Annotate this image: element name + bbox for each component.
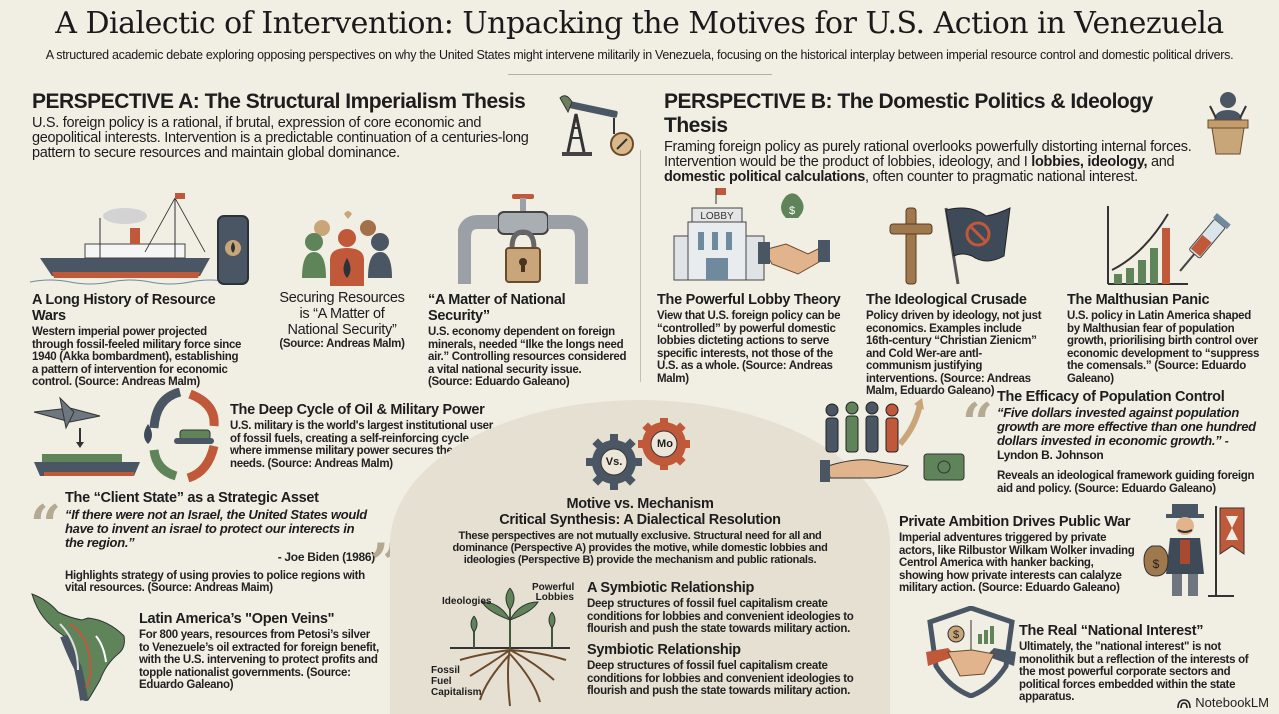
oil-military-cycle-icon: [30, 388, 220, 482]
card-securing-resources: Securing Resources is “A Matter of Natio…: [278, 290, 406, 351]
perspective-a-title: PERSPECTIVE A: The Structural Imperialis…: [32, 90, 526, 113]
cycle-text: U.S. military is the world's largest ins…: [230, 420, 493, 470]
population-quote-text: “Five dollars invested against populatio…: [997, 405, 1256, 448]
latin-america-map-icon: [30, 590, 130, 704]
perspective-b-title: PERSPECTIVE B: The Domestic Politics & I…: [664, 90, 1153, 137]
page-title: A Dialectic of Intervention: Unpacking t…: [55, 6, 1224, 41]
card-text: View that U.S. foreign policy can be “co…: [657, 310, 841, 385]
cycle-title: The Deep Cycle of Oil & Military Power: [230, 402, 485, 418]
private-ambition-title: Private Ambition Drives Public War: [899, 514, 1131, 530]
symbiotic-section-1: A Symbiotic Relationship Deep structures…: [587, 580, 867, 636]
politician-podium-icon: [1200, 88, 1256, 158]
national-interest-section: The Real “National Interest” Ultimately,…: [1019, 623, 1259, 704]
people-oil-drop-icon: [302, 208, 392, 288]
notebooklm-branding: NotebookLM: [1177, 695, 1269, 710]
client-state-section: The “Client State” as a Strategic Asset …: [65, 490, 375, 595]
businessman-moneybag-icon: $: [1138, 500, 1248, 600]
svg-text:$: $: [789, 205, 795, 217]
card-text: U.S. economy dependent on foreign minera…: [428, 326, 627, 388]
perspective-b-text: Framing foreign policy as purely rationa…: [664, 140, 1204, 185]
steamship-oil-barrel-icon: [30, 188, 270, 288]
client-state-quote: “If there were not an Israel, the United…: [65, 507, 367, 550]
perspective-b-text-bold: domestic political calculations: [664, 169, 866, 185]
population-quote: “Five dollars invested against populatio…: [997, 405, 1267, 463]
symbiotic-text-1: Deep structures of fossil fuel capitalis…: [587, 598, 854, 635]
synthesis-header: Motive vs. Mechanism Critical Synthesis:…: [450, 496, 830, 566]
card-text: Policy driven by ideology, not just econ…: [866, 310, 1042, 397]
card-resource-wars: A Long History of Resource Wars Western …: [32, 292, 242, 389]
perspective-divider: [640, 150, 641, 382]
population-title: The Efficacy of Population Control: [997, 389, 1225, 405]
symbiotic-title-2: Symbiotic Relationship: [587, 642, 741, 658]
cycle-section: The Deep Cycle of Oil & Military Power U…: [230, 402, 500, 470]
synthesis-background: [390, 400, 890, 714]
card-national-security: “A Matter of National Security” U.S. eco…: [428, 292, 628, 389]
svg-text:$: $: [1153, 557, 1160, 571]
perspective-b-header: PERSPECTIVE B: The Domestic Politics & I…: [664, 90, 1204, 185]
lobby-building-handshake-icon: LOBBY $: [668, 184, 838, 284]
open-veins-text: For 800 years, resources from Petosi’s s…: [139, 629, 379, 691]
gear-right-label: Mo: [657, 438, 673, 450]
open-quote-icon: “: [962, 391, 994, 455]
population-control-section: The Efficacy of Population Control “Five…: [997, 389, 1267, 495]
national-interest-title: The Real “National Interest”: [1019, 623, 1204, 639]
svg-text:$: $: [953, 629, 959, 641]
card-title: The Ideological Crusade: [866, 292, 1027, 308]
open-veins-section: Latin America’s "Open Veins" For 800 yea…: [139, 611, 379, 692]
client-state-attribution: - Joe Biden (1986): [277, 550, 376, 564]
perspective-a-text: U.S. foreign policy is a rational, if br…: [32, 115, 529, 161]
plant-roots-icon: [430, 580, 580, 710]
symbiotic-title-1: A Symbiotic Relationship: [587, 580, 755, 596]
perspective-b-text-part: and: [1147, 154, 1175, 170]
population-text: Reveals an ideological framework guiding…: [997, 470, 1255, 495]
card-title: A Long History of Resource Wars: [32, 292, 216, 324]
card-malthusian-panic: The Malthusian Panic U.S. policy in Lati…: [1067, 292, 1262, 385]
tree-label-ideologies: Ideologies: [442, 596, 492, 607]
open-veins-title: Latin America’s "Open Veins": [139, 611, 335, 627]
perspective-a-header: PERSPECTIVE A: The Structural Imperialis…: [32, 90, 552, 161]
perspective-b-text-bold: lobbies, ideology,: [1031, 154, 1148, 170]
card-text: (Source: Andreas Malm): [279, 338, 405, 350]
synthesis-title-1: Motive vs. Mechanism: [566, 496, 714, 512]
symbiotic-section-2: Symbiotic Relationship Deep structures o…: [587, 642, 867, 698]
perspective-b-text-part: , often counter to pragmatic national in…: [865, 169, 1138, 185]
private-ambition-text: Imperial adventures triggered by private…: [899, 532, 1135, 594]
private-ambition-section: Private Ambition Drives Public War Imper…: [899, 514, 1139, 595]
card-title: Securing Resources is “A Matter of Natio…: [279, 290, 405, 338]
synthesis-title-2: Critical Synthesis: A Dialectical Resolu…: [499, 512, 781, 528]
gears-icon: [582, 418, 694, 490]
growth-chart-syringe-icon: [1104, 204, 1234, 288]
tree-label-fossil-fuel: Fossil Fuel Capitalism: [431, 665, 482, 698]
card-text: U.S. policy in Latin America shaped by M…: [1067, 310, 1260, 385]
card-ideological-crusade: The Ideological Crusade Policy driven by…: [866, 292, 1046, 398]
shield-handshake-icon: $: [926, 606, 1016, 698]
oil-pump-compass-icon: [556, 92, 636, 158]
population-attribution: - Lyndon B. Johnson: [997, 434, 1229, 462]
tree-label-lobbies: Powerful Lobbies: [532, 582, 575, 603]
notebooklm-logo-icon: [1177, 697, 1192, 709]
card-text: Western imperial power projected through…: [32, 326, 242, 388]
perspective-b-text-part: Framing foreign policy as purely rationa…: [664, 139, 1192, 170]
pipe-padlock-icon: [458, 192, 588, 288]
open-quote-icon: “: [30, 493, 62, 557]
svg-text:LOBBY: LOBBY: [700, 211, 734, 222]
header-divider: [508, 74, 772, 75]
card-lobby-theory: The Powerful Lobby Theory View that U.S.…: [657, 292, 842, 385]
national-interest-text: Ultimately, the "national interest" is n…: [1019, 641, 1249, 703]
synthesis-text: These perspectives are not mutually excl…: [452, 530, 828, 566]
notebooklm-label: NotebookLM: [1195, 695, 1269, 710]
card-title: The Powerful Lobby Theory: [657, 292, 841, 308]
client-state-text: Highlights strategy of using provies to …: [65, 569, 365, 595]
page-subtitle: A structured academic debate exploring o…: [45, 48, 1234, 62]
card-title: The Malthusian Panic: [1067, 292, 1210, 308]
people-hand-money-icon: [820, 396, 970, 488]
cross-flag-icon: [886, 206, 1016, 286]
client-state-title: The “Client State” as a Strategic Asset: [65, 490, 319, 506]
card-title: “A Matter of National Security”: [428, 292, 566, 324]
symbiotic-text-2: Deep structures of fossil fuel capitalis…: [587, 660, 854, 697]
gear-left-label: Vs.: [605, 456, 623, 468]
